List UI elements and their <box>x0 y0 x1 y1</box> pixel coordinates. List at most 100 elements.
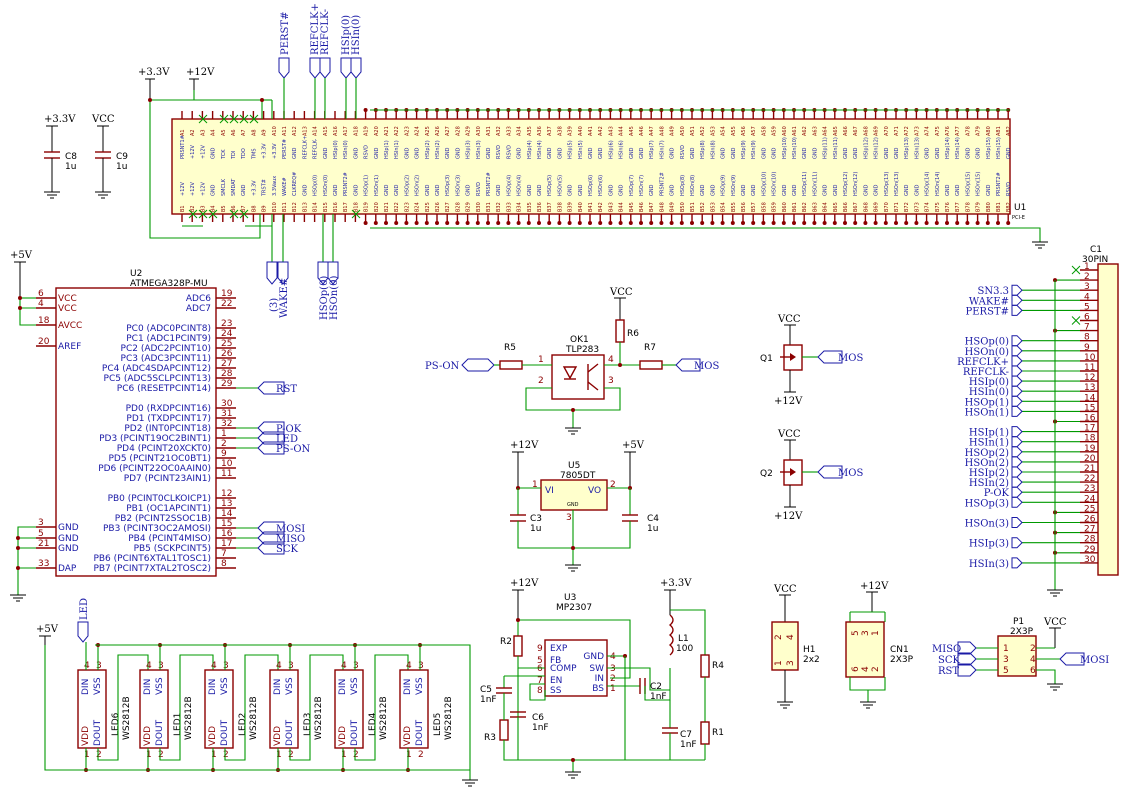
led-pin1: 1 <box>341 750 347 760</box>
u1-pin-name-bottom: SMDAT <box>231 178 237 196</box>
u1-pin-name-bottom: GND <box>823 184 829 196</box>
u1-junction-bottom <box>639 221 643 225</box>
c1-label-text: HSIn(2) <box>969 478 1009 489</box>
led-vss: VSS <box>415 677 425 695</box>
c1-pin-num: 11 <box>1084 363 1095 373</box>
u1-pin-num-bottom: B45 <box>629 202 635 212</box>
u1-pin-num-top: A13 <box>302 126 308 136</box>
u1-pin-num-top: A33 <box>506 126 512 136</box>
u2-right-pin-name: PC2 (ADC2PCINT10) <box>121 344 211 354</box>
u1-pin-num-top: A22 <box>394 126 400 136</box>
u1-pin-num-bottom: B9 <box>262 205 268 212</box>
cn1-body <box>845 621 885 678</box>
u1-pin-num-bottom: B29 <box>466 202 472 212</box>
led-din: DIN <box>338 679 348 695</box>
b-hson0-text: HSOn(0) <box>329 276 340 320</box>
u1-pin-num-bottom: B57 <box>751 202 757 212</box>
led-label-text: LED <box>79 598 90 620</box>
c1-pin-num: 20 <box>1084 454 1096 464</box>
pcie-connector-u1: A1PRSNT1#A2+12VA3+12VA4GNDA5TCKA6TDIA7TD… <box>138 3 1048 320</box>
u1-pin-num-bottom: B76 <box>945 202 951 212</box>
u2-left-pin-num: 18 <box>38 316 50 326</box>
c9-pwr: VCC <box>91 114 115 125</box>
c1-label-text: HSOn(0) <box>965 347 1009 358</box>
u1-pin-name-top: TDI <box>231 151 237 160</box>
u1-junction-bottom <box>781 221 786 225</box>
led-pin3: 3 <box>353 661 359 671</box>
u2-body <box>55 287 217 577</box>
u1-pin-name-top: PRSNT1# <box>180 135 186 159</box>
u1-pin-num-bottom: B60 <box>782 202 788 212</box>
u1-pin-name-bottom: CLKREQ# <box>292 172 298 196</box>
led-body <box>269 669 299 749</box>
h1-pin-4: 4 <box>786 634 796 640</box>
u1-pin-num-top: A21 <box>384 126 390 136</box>
u1-pin-num-bottom: B36 <box>537 202 543 212</box>
led-ref: LED5 <box>433 713 443 736</box>
led-ref: LED3 <box>303 713 313 736</box>
led-vss: VSS <box>220 677 230 695</box>
u3-right-pin-num: 3 <box>610 664 616 674</box>
cn1-pin-4: 4 <box>861 666 871 672</box>
u2-right-pin-name: PB2 (PCINT2SSOC1B) <box>115 514 211 524</box>
u1-pin-name-bottom: HSOn(13) <box>894 172 900 196</box>
c1-ref: C1 <box>1090 245 1102 255</box>
u1-pin-name-top: GND <box>853 147 859 159</box>
u2-right-pin-num: 29 <box>221 379 233 389</box>
u1-pin-name-bottom: 3.3Vaux <box>272 176 278 196</box>
u1-junction-bottom <box>669 221 674 225</box>
u3-3v3: +3.3V <box>660 578 692 589</box>
c1-body <box>1097 263 1119 576</box>
u1-pin-name-bottom: GND <box>741 184 747 196</box>
u1-pin-num-top: A39 <box>568 126 574 136</box>
c1-pin-num: 3 <box>1084 282 1090 292</box>
u3-right-pin-name: SW <box>589 664 604 674</box>
c1-label-text: REFCLK+ <box>957 357 1009 368</box>
ok1-in-text: PS-ON <box>425 361 460 372</box>
u3-right-pin-name: IN <box>595 674 604 684</box>
u1-pin-name-top: RSVD <box>496 145 502 159</box>
u1-pin-name-bottom: GND <box>751 184 757 196</box>
u2-right-pin-num: 22 <box>221 299 232 309</box>
u1-pin-name-top: +3.3V <box>272 143 278 159</box>
u1-pin-num-bottom: B82 <box>1006 202 1012 212</box>
u1-pin-name-top: GND <box>976 147 982 159</box>
h1-pin-3: 3 <box>786 660 796 666</box>
u1-pin-num-bottom: B75 <box>935 202 941 212</box>
u1-pin-num-bottom: B4 <box>211 205 217 212</box>
u1-pin-name-bottom: GND <box>466 184 472 196</box>
u2-right-pin-name: PD2 (INT0PCINT18) <box>124 424 211 434</box>
u1-pin-num-bottom: B44 <box>619 202 625 212</box>
led-val: WS2812B <box>122 696 132 740</box>
c1-pin-num: 23 <box>1084 484 1095 494</box>
u1-junction-bottom <box>975 221 980 225</box>
u2-sck-text: SCK <box>276 544 299 555</box>
u1-pin-name-bottom: GND <box>986 184 992 196</box>
u2-right-pin-num: 27 <box>221 359 232 369</box>
u1-pin-name-bottom: GND <box>241 184 247 196</box>
u1-pin-num-top: A6 <box>231 129 237 136</box>
r4-body <box>700 654 710 678</box>
led-vdd: VDD <box>81 726 91 746</box>
u1-pin-name-top: GND <box>415 147 421 159</box>
p1-val: 2X3P <box>1010 627 1034 637</box>
u2-ref: U2 <box>130 269 142 279</box>
led-ref: LED1 <box>173 713 183 736</box>
u2-left-pin-name: GND <box>58 544 79 554</box>
c1-pin-num: 17 <box>1084 424 1095 434</box>
u2-mosi-text: MOSI <box>276 524 305 535</box>
p1-pin-3: 3 <box>1003 655 1009 665</box>
u1-junction-bottom <box>812 221 817 225</box>
u1-pin-num-top: A7 <box>241 129 247 136</box>
u1-junction-bottom <box>465 221 470 225</box>
u1-pin-num-bottom: B1 <box>180 205 186 212</box>
u1-junction-bottom <box>832 221 837 225</box>
u5-12v: +12V <box>510 440 539 451</box>
u1-pin-name-top: GND <box>639 147 645 159</box>
p1-pin-4: 4 <box>1030 655 1036 665</box>
u1-ref: U1 <box>1014 203 1026 213</box>
u1-pin-name-bottom: +12V <box>190 181 196 196</box>
p1-miso-tag <box>957 641 977 655</box>
u1-pin-num-top: A61 <box>792 126 798 136</box>
